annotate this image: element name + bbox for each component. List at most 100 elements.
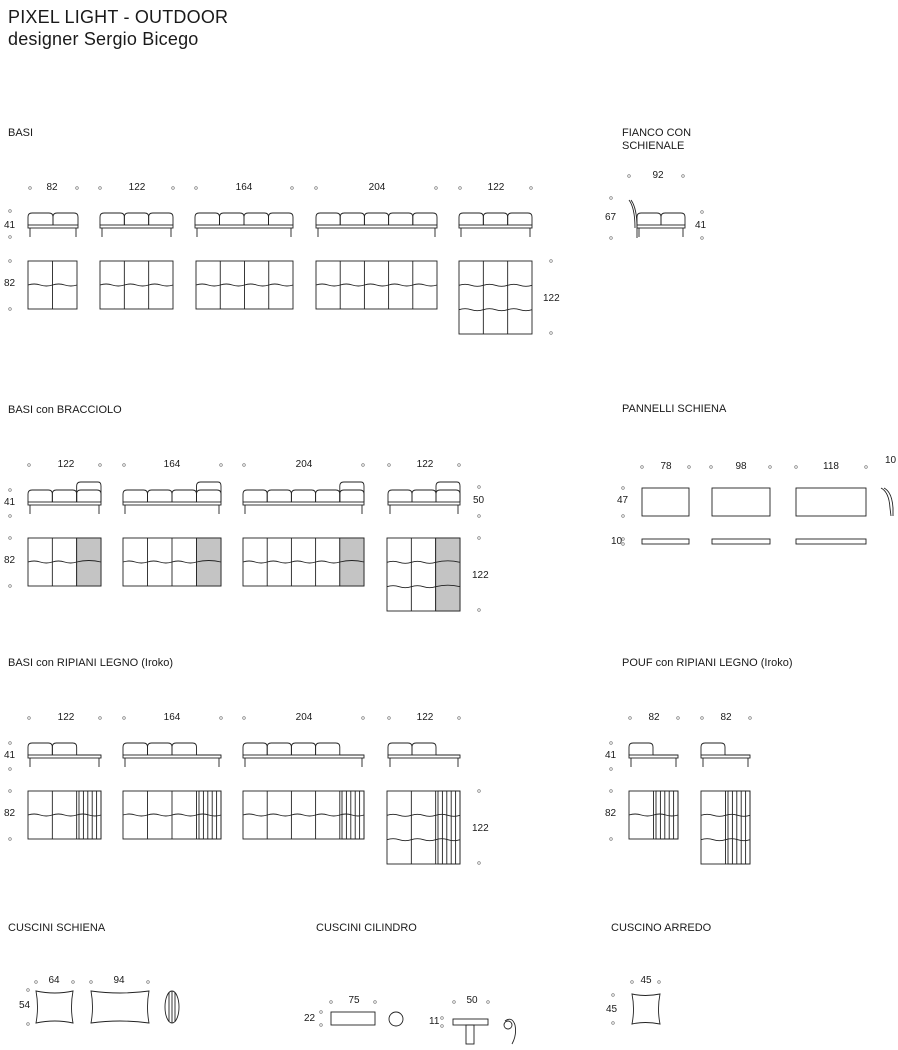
dimension-mark xyxy=(609,767,613,771)
dimension-mark xyxy=(477,861,481,865)
dimension-mark xyxy=(477,536,481,540)
dimension-mark xyxy=(89,980,93,984)
armrest-cushion xyxy=(196,481,222,502)
sofa-leg xyxy=(196,228,292,237)
dimension-mark xyxy=(8,837,12,841)
seat-cushion xyxy=(700,742,726,755)
seat-cushion xyxy=(290,742,317,755)
wood-shelf xyxy=(198,790,222,840)
dimension-mark xyxy=(621,542,625,546)
dimension-mark xyxy=(611,1021,615,1025)
dim-bracciolo-w1: 122 xyxy=(57,459,75,470)
dim-bracciolo-d2: 122 xyxy=(472,570,489,581)
seat-cushion xyxy=(51,489,78,502)
seat-cushion xyxy=(147,489,173,502)
cylinder-cushion xyxy=(330,1011,376,1026)
dim-pannelli-t2: 10 xyxy=(611,536,623,547)
dimension-mark xyxy=(8,307,12,311)
dim-arredo-w: 45 xyxy=(640,975,652,986)
seat-cushion xyxy=(122,742,148,755)
armrest-plan xyxy=(76,537,102,587)
dimension-mark xyxy=(609,837,613,841)
wood-shelf xyxy=(655,790,679,840)
dimension-mark xyxy=(794,465,798,469)
dimension-mark xyxy=(8,488,12,492)
sofa-leg xyxy=(460,228,531,237)
seat-cushion xyxy=(122,489,148,502)
dimension-mark xyxy=(486,1000,490,1004)
dimension-mark xyxy=(864,465,868,469)
seat-cushion xyxy=(242,742,268,755)
sofa-leg xyxy=(389,505,459,514)
back-panel xyxy=(641,487,690,517)
dimension-mark xyxy=(28,186,32,190)
seat-cushion xyxy=(196,489,222,502)
dimension-mark xyxy=(440,1024,444,1028)
dimension-mark xyxy=(452,1000,456,1004)
sofa-base xyxy=(27,754,102,759)
dimension-mark xyxy=(98,463,102,467)
seat-cushion xyxy=(171,489,197,502)
wood-shelf xyxy=(78,790,102,840)
dim-ripiani-h: 41 xyxy=(4,750,16,761)
dimension-mark xyxy=(27,716,31,720)
armrest-cushion xyxy=(339,481,365,502)
wood-shelf xyxy=(727,790,751,865)
dim-ripiani-d: 82 xyxy=(4,808,16,819)
dimension-mark xyxy=(71,980,75,984)
sofa-leg xyxy=(244,505,363,514)
dimension-mark xyxy=(477,485,481,489)
sofa-leg xyxy=(124,505,220,514)
cushion-seam xyxy=(195,283,294,287)
section-fianco-line2: SCHIENALE xyxy=(622,140,685,152)
dimension-mark xyxy=(681,174,685,178)
seat-cushion xyxy=(147,742,173,755)
dimension-mark xyxy=(219,716,223,720)
sofa-leg xyxy=(244,758,363,767)
dim-pannelli-t: 10 xyxy=(885,455,897,466)
seat-cushion xyxy=(628,742,654,755)
dimension-mark xyxy=(242,463,246,467)
seat-cushion xyxy=(52,212,79,225)
section-basi-ripiani: BASI con RIPIANI LEGNO (Iroko) xyxy=(8,657,174,669)
sofa-base xyxy=(458,224,533,229)
dim-pouf-w1: 82 xyxy=(648,712,660,723)
dimension-mark xyxy=(8,235,12,239)
dimension-mark xyxy=(621,486,625,490)
cushion-seam xyxy=(435,560,461,563)
seat-cushion xyxy=(482,212,509,225)
dimension-mark xyxy=(768,465,772,469)
section-cuscino-arredo: CUSCINO ARREDO xyxy=(611,922,712,934)
seat-cushion xyxy=(387,742,413,755)
backrest-side xyxy=(628,199,636,229)
dimension-mark xyxy=(373,1000,377,1004)
dimension-mark xyxy=(657,980,661,984)
dim-cilindro-w1: 75 xyxy=(348,995,360,1006)
dimension-mark xyxy=(549,259,553,263)
sofa-leg xyxy=(630,758,677,767)
seat-cushion xyxy=(99,212,125,225)
dimension-mark xyxy=(319,1023,323,1027)
cushion-seam xyxy=(196,560,222,563)
seat-cushion xyxy=(339,212,365,225)
cylinder-cushion-end xyxy=(503,1020,513,1030)
cylinder-stand xyxy=(465,1024,475,1045)
dim-pannelli-w1: 78 xyxy=(660,461,672,472)
section-pannelli: PANNELLI SCHIENA xyxy=(622,403,727,415)
dim-ripiani-w3: 204 xyxy=(295,712,313,723)
seat-cushion xyxy=(315,212,341,225)
armrest-cushion xyxy=(76,481,102,502)
section-cuscini-cilindro: CUSCINI CILINDRO xyxy=(316,922,417,934)
section-basi-bracciolo: BASI con BRACCIOLO xyxy=(8,404,122,416)
sofa-base xyxy=(315,224,438,229)
back-panel-edge xyxy=(795,538,867,545)
seat-cushion xyxy=(266,742,292,755)
dimension-mark xyxy=(8,741,12,745)
seat-cushion xyxy=(458,212,484,225)
dimension-mark xyxy=(122,716,126,720)
section-pouf: POUF con RIPIANI LEGNO (Iroko) xyxy=(622,657,793,669)
dim-pannelli-w2: 98 xyxy=(735,461,747,472)
dimension-mark xyxy=(8,514,12,518)
dimension-mark xyxy=(457,463,461,467)
